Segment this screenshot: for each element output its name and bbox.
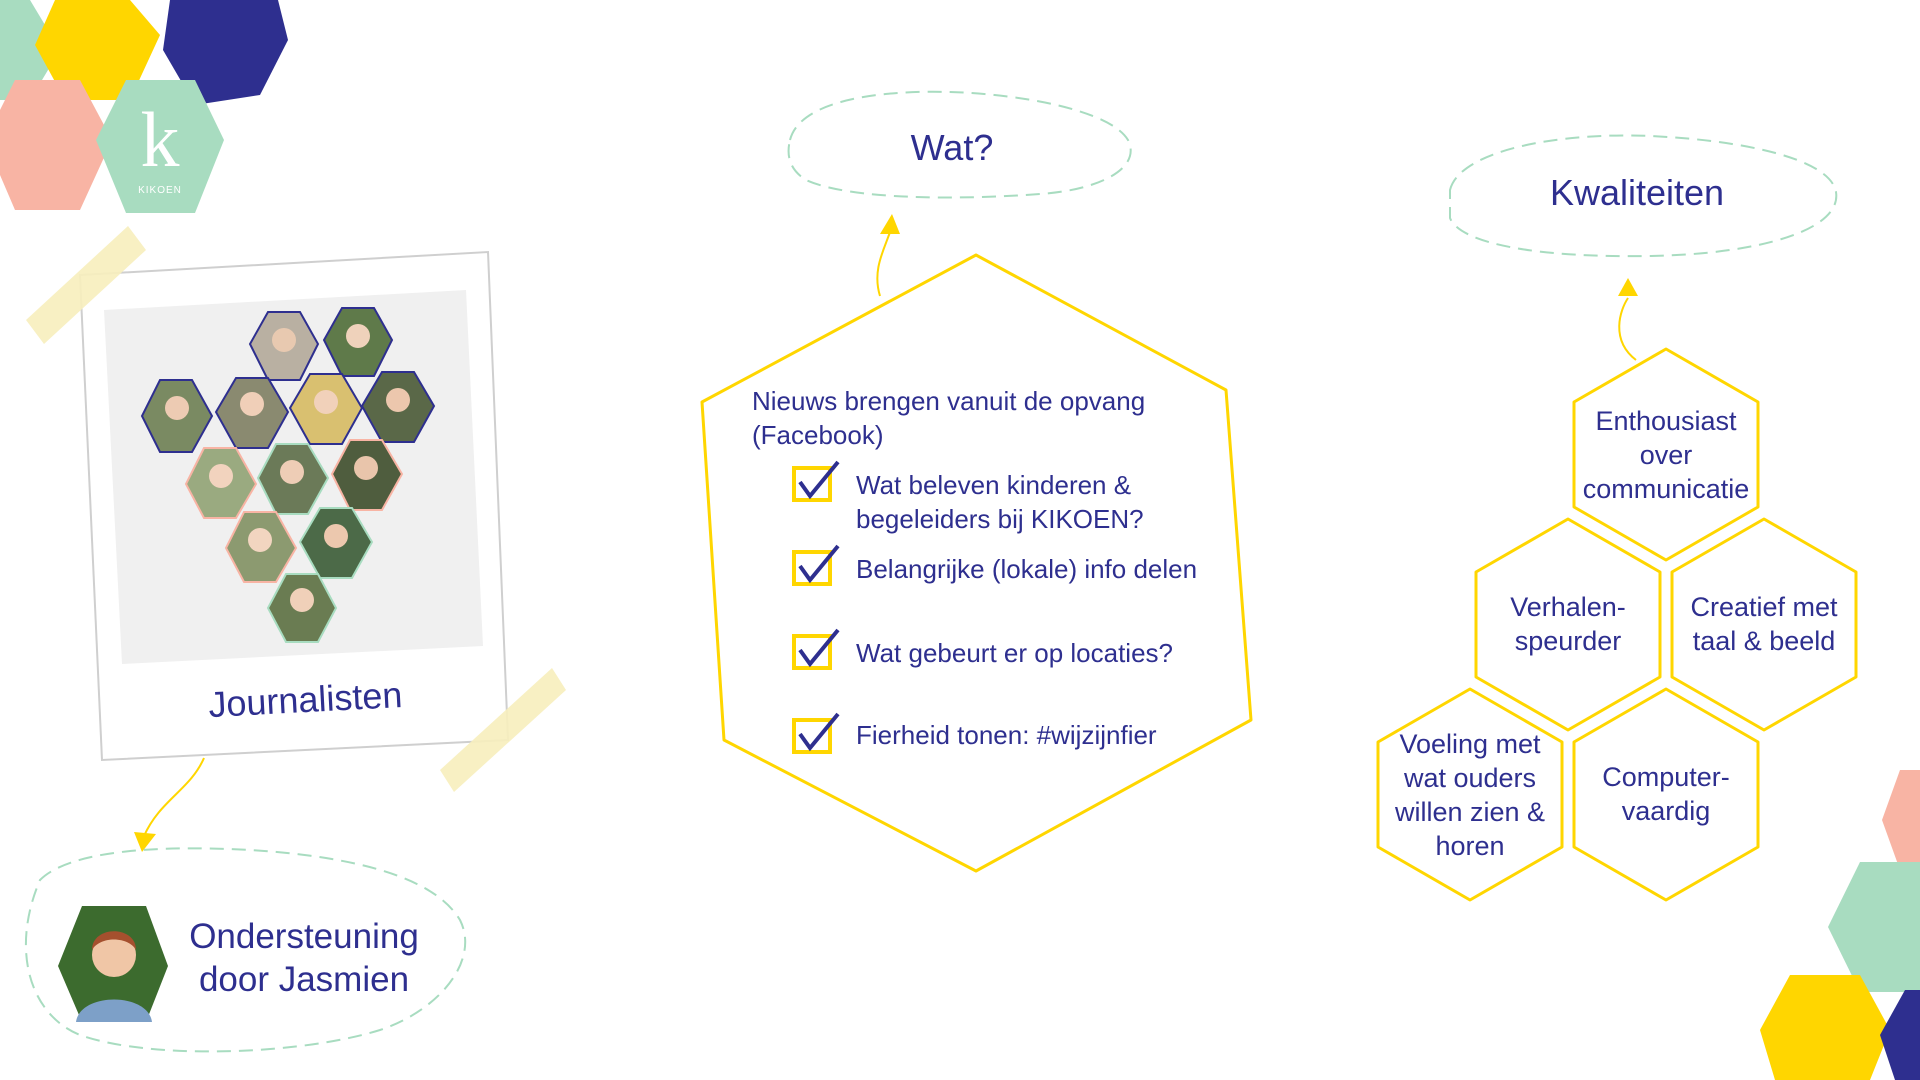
pink-hexagon-right [1882,770,1920,870]
yellow-hexagon-bottom [1760,975,1890,1080]
wat-cloud: Wat? [787,90,1132,199]
tape-bottom-right [440,668,566,792]
journalist-photo [330,439,404,511]
checklist-item: Fierheid tonen: #wijzijnfier [792,712,1157,754]
quality-hexagon-enthousiast [1572,347,1760,562]
checkmark-icon [798,544,840,584]
arrow-to-kwaliteiten [1618,297,1637,361]
checkmark-icon [798,712,840,752]
checkbox-icon [792,634,832,670]
journalist-photo [248,311,320,381]
checklist-item: Wat beleven kinderen & begeleiders bij K… [792,460,1144,534]
checkmark-icon [798,460,840,500]
tape-top-left [26,226,146,344]
quality-hexagon-creatief [1670,517,1858,732]
support-cloud: Ondersteuning door Jasmien [24,847,467,1053]
support-cloud-outline [24,847,467,1053]
wat-cloud-outline [787,90,1132,199]
arrow-head-support [134,832,156,852]
quality-hexagon-voeling [1376,687,1564,902]
journalist-photo [224,511,298,583]
logo-hexagon [96,80,224,213]
kwaliteiten-cloud-outline [1449,134,1838,258]
journalist-photo [298,507,374,579]
kwaliteiten-cloud: Kwaliteiten [1449,134,1838,258]
mint-hexagon-right [1828,862,1920,992]
journalist-photo [256,443,330,515]
wat-intro-line-2: (Facebook) [752,420,884,450]
checkbox-icon [792,718,832,754]
wat-checklist: Wat beleven kinderen & begeleiders bij K… [792,460,1197,754]
wat-hexagon [700,253,1253,873]
yellow-hexagon [35,0,160,100]
journalist-photo [140,379,214,453]
corner-hexagons-bottom-right [1760,770,1920,1080]
checkmark-icon [798,628,840,668]
journalist-photo [214,377,290,449]
quality-label-computer: Computer- vaardig [1602,762,1730,826]
journalist-photo [360,371,436,443]
kwaliteiten-title: Kwaliteiten [1550,172,1724,213]
checklist-item: Belangrijke (lokale) info delen [792,544,1197,586]
quality-hexagon-computer [1572,687,1760,902]
quality-label-verhalen: Verhalen- speurder [1510,592,1626,656]
journalist-photo [322,307,394,377]
navy-hexagon [163,0,288,105]
jasmien-photo [58,906,168,1022]
checklist-item: Wat gebeurt er op locaties? [792,628,1173,670]
quality-hexagons [1376,347,1858,902]
arrow-head-kwaliteiten [1618,278,1638,296]
checklist-item-line-2: begeleiders bij KIKOEN? [856,504,1144,534]
journalist-photo [184,447,258,519]
wat-intro-line-1: Nieuws brengen vanuit de opvang [752,386,1145,416]
corner-hexagons-top-left: k KIKOEN [0,0,288,213]
quality-label-creatief: Creatief met taal & beeld [1690,592,1838,656]
journalist-photo [288,373,364,445]
quality-label-enthousiast: Enthousiast over communicatie [1582,406,1750,504]
checklist-item-line-1: Fierheid tonen: #wijzijnfier [856,720,1157,750]
arrow-to-support [143,757,205,837]
checkbox-icon [792,466,832,502]
polaroid-caption: Journalisten [207,674,403,725]
checklist-item-line-1: Belangrijke (lokale) info delen [856,554,1197,584]
polaroid-card: Journalisten [26,226,566,792]
quality-label-voeling: Voeling met wat ouders willen zien & hor… [1394,729,1546,861]
journalist-photo [266,573,338,643]
pink-hexagon [0,80,112,210]
logo-letter: k [141,96,180,183]
navy-hexagon-bottom [1880,990,1920,1080]
support-line-2: door Jasmien [199,960,409,999]
checklist-item-line-1: Wat gebeurt er op locaties? [856,638,1173,668]
logo-name: KIKOEN [138,185,182,196]
support-line-1: Ondersteuning [189,917,419,956]
checkbox-icon [792,550,832,586]
arrow-to-wat [876,231,891,297]
arrow-head-wat [880,214,900,234]
checklist-item-line-1: Wat beleven kinderen & [856,470,1131,500]
quality-hexagon-verhalen [1474,517,1662,732]
wat-title: Wat? [911,127,994,168]
journalist-honeycomb [140,307,436,643]
